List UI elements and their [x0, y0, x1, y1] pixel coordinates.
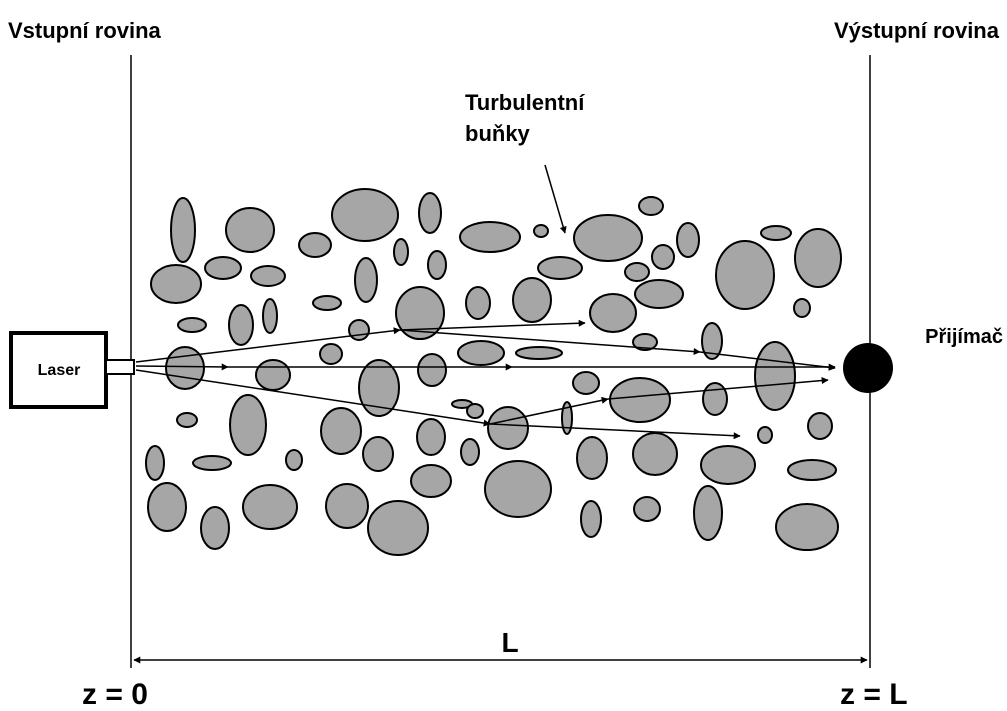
- turbulent-cell: [255, 359, 291, 391]
- turbulent-cell: [757, 426, 773, 444]
- cells-label-pointer: [544, 164, 567, 234]
- beam-lower-1: [135, 369, 491, 427]
- turbulent-cell: [410, 464, 452, 498]
- turbulent-cell: [417, 353, 447, 387]
- turbulent-cell: [147, 482, 187, 532]
- turbulent-cell: [331, 188, 399, 242]
- z-start-label: z = 0: [82, 678, 148, 711]
- turbulent-cell: [580, 500, 602, 538]
- turbulent-cell: [325, 483, 369, 529]
- turbulent-cell: [362, 436, 394, 472]
- beam-upper-4: [699, 351, 836, 371]
- turbulent-cell: [165, 346, 205, 390]
- turbulent-cell: [460, 438, 480, 466]
- turbulent-cell: [312, 295, 342, 311]
- turbulent-cell: [298, 232, 332, 258]
- turbulent-cell: [484, 460, 552, 518]
- turbulent-cell: [561, 401, 573, 435]
- turbulent-cell: [242, 484, 298, 530]
- turbulent-cell: [693, 485, 723, 541]
- turbulent-cell: [177, 317, 207, 333]
- beam-upper-2: [399, 319, 586, 331]
- turbulent-cell: [427, 250, 447, 280]
- turbulent-cell: [348, 319, 370, 341]
- beam-center-1: [135, 363, 229, 371]
- turbulent-cell: [204, 256, 242, 280]
- beam-paths: [135, 164, 836, 440]
- receiver-label: Přijímač: [925, 326, 1003, 348]
- turbulent-cell: [700, 445, 756, 485]
- turbulent-cell: [228, 304, 254, 346]
- turbulent-cell: [807, 412, 833, 440]
- turbulent-cell: [638, 196, 664, 216]
- beam-upper-1: [135, 327, 401, 363]
- turbulent-cell: [395, 286, 445, 340]
- turbulent-cell: [793, 298, 811, 318]
- output-plane-label: Výstupní rovina: [834, 18, 1000, 43]
- turbulent-cell: [459, 221, 521, 253]
- input-plane-label: Vstupní rovina: [8, 18, 162, 43]
- turbulent-cell: [515, 346, 563, 360]
- beam-lower-3: [607, 377, 829, 400]
- turbulent-cell: [150, 264, 202, 304]
- turbulent-cell: [702, 382, 728, 416]
- turbulent-cell: [589, 293, 637, 333]
- turbulent-cell: [609, 377, 671, 423]
- turbulent-cells: [145, 188, 842, 556]
- turbulent-cell: [632, 432, 678, 476]
- turbulent-cell: [358, 359, 400, 417]
- turbulent-cell: [145, 445, 165, 481]
- turbulent-cell: [170, 197, 196, 263]
- turbulent-cell: [624, 262, 650, 282]
- turbulent-cell: [794, 228, 842, 288]
- turbulent-cell: [701, 322, 723, 360]
- laser-label: Laser: [38, 362, 81, 379]
- turbulent-cell: [354, 257, 378, 303]
- cells-label-line1: Turbulentní: [465, 90, 585, 115]
- turbulent-cell: [787, 459, 837, 481]
- turbulent-cell: [192, 455, 232, 471]
- turbulent-cell: [319, 343, 343, 365]
- z-end-label: z = L: [840, 678, 908, 711]
- turbulent-cell: [632, 333, 658, 351]
- turbulent-cell: [416, 418, 446, 456]
- turbulent-cell: [760, 225, 792, 241]
- cells-label-line2: buňky: [465, 121, 531, 146]
- turbulent-cell: [465, 286, 491, 320]
- turbulent-cell: [176, 412, 198, 428]
- turbulent-cell: [250, 265, 286, 287]
- turbulent-cell: [512, 277, 552, 323]
- turbulent-cell: [367, 500, 429, 556]
- turbulent-cell: [715, 240, 775, 310]
- laser-nozzle: [105, 359, 135, 375]
- turbulent-cell: [572, 371, 600, 395]
- turbulent-cell: [754, 341, 796, 411]
- turbulent-cell: [457, 340, 505, 366]
- turbulent-cell: [537, 256, 583, 280]
- turbulent-cell: [285, 449, 303, 471]
- turbulent-cell: [200, 506, 230, 550]
- length-label: L: [501, 627, 518, 658]
- turbulent-cell: [418, 192, 442, 234]
- turbulent-cell: [393, 238, 409, 266]
- turbulent-cell: [634, 279, 684, 309]
- beam-lower-4: [489, 423, 741, 440]
- turbulent-cell: [633, 496, 661, 522]
- turbulent-cell: [320, 407, 362, 455]
- turbulent-cell: [573, 214, 643, 262]
- turbulent-cell: [576, 436, 608, 480]
- turbulent-cell: [262, 298, 278, 334]
- turbulent-cell: [775, 503, 839, 551]
- receiver-icon: [843, 343, 893, 393]
- turbulent-cell: [676, 222, 700, 258]
- turbulent-cell: [651, 244, 675, 270]
- turbulent-cell: [487, 406, 529, 450]
- turbulent-cell: [466, 403, 484, 419]
- turbulent-cell: [229, 394, 267, 456]
- turbulent-cell: [533, 224, 549, 238]
- beam-lower-2: [489, 396, 609, 425]
- turbulent-cell: [225, 207, 275, 253]
- beam-upper-3: [399, 329, 701, 356]
